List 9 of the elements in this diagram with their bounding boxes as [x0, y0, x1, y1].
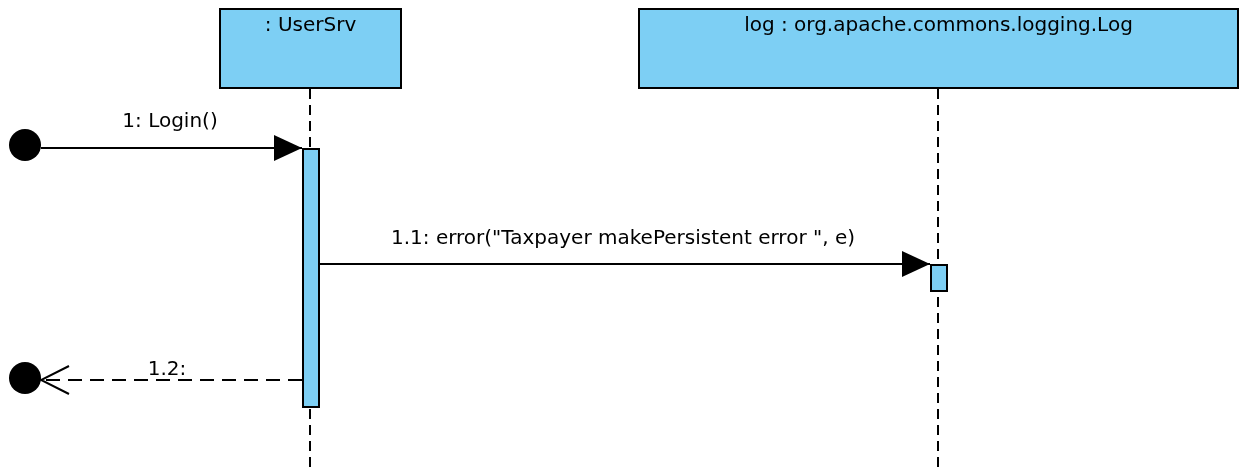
- message-arrow: [40, 135, 303, 161]
- activation-bar: [302, 148, 320, 408]
- lifeline-name: : UserSrv: [264, 12, 357, 36]
- lifeline-head-box: [219, 8, 402, 89]
- message-arrow: [319, 251, 931, 277]
- lifeline-head-box: [638, 8, 1239, 89]
- activation-bar: [930, 264, 948, 292]
- lifeline-name: log : org.apache.commons.logging.Log: [744, 12, 1133, 36]
- message-arrow: [40, 365, 303, 395]
